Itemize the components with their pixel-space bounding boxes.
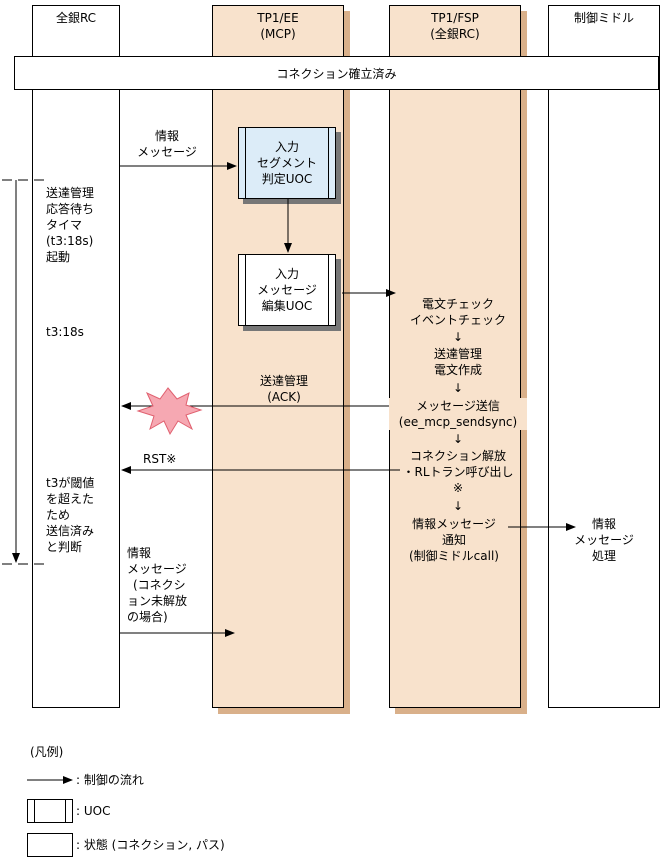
lane-title-fsp: TP1/FSP(全銀RC) [430,11,480,41]
fsp-arrow-1: ↓ [452,330,464,344]
lane-tp1-fsp: TP1/FSP(全銀RC) [389,5,521,708]
fsp-arrow-4: ↓ [452,499,464,513]
fsp-notify-step: 情報メッセージ通知(制御ミドルcall) [409,517,499,563]
legend-state-box [27,833,73,857]
uoc-segment-judge: 入力セグメント判定UOC [238,127,336,199]
fsp-arrow-2: ↓ [452,381,464,395]
state-bar-label: コネクション確立済み [276,66,397,81]
info-unreleased-label: 情報 メッセージ (コネクシ ョン未解放 の場合) [127,546,188,624]
lane-zengin-rc: 全銀RC [32,5,120,708]
fsp-send-step: メッセージ送信(ee_mcp_sendsync) [389,398,527,430]
middle-process-label: 情報メッセージ処理 [574,517,634,563]
lane-title-rc: 全銀RC [55,11,97,25]
legend-uoc-label: : UOC [76,804,111,818]
rst-label: RST※ [143,452,177,466]
uoc-message-edit: 入力メッセージ編集UOC [238,254,336,326]
info-message-label: 情報メッセージ [137,129,197,159]
timer-start-note: 送達管理応答待ちタイマ(t3:18s)起動 [46,186,95,264]
legend-flow-label: : 制御の流れ [76,773,144,787]
legend-state-label: : 状態 (コネクション, パス) [76,838,225,852]
legend-title: (凡例) [30,745,64,759]
ack-label: 送達管理(ACK) [259,374,308,404]
lane-tp1-ee: TP1/EE(MCP) [212,5,344,708]
t3-value: t3:18s [46,325,84,339]
lane-title-ee: TP1/EE(MCP) [257,11,299,41]
legend-uoc-box [27,799,73,823]
fsp-mgmt-step: 送達管理電文作成 [433,347,482,377]
error-burst [136,387,203,436]
fsp-arrow-3: ↓ [452,432,464,446]
lane-control-middle: 制御ミドル [548,5,660,708]
connection-established-bar: コネクション確立済み [14,56,659,90]
fsp-check-step: 電文チェックイベントチェック [409,297,506,327]
timeout-judge-note: t3が閾値を超えたため送信済みと判断 [46,476,95,554]
fsp-release-step: コネクション解放 ・RLトラン呼び出し ※ [402,449,514,495]
lane-title-middle: 制御ミドル [573,11,634,25]
